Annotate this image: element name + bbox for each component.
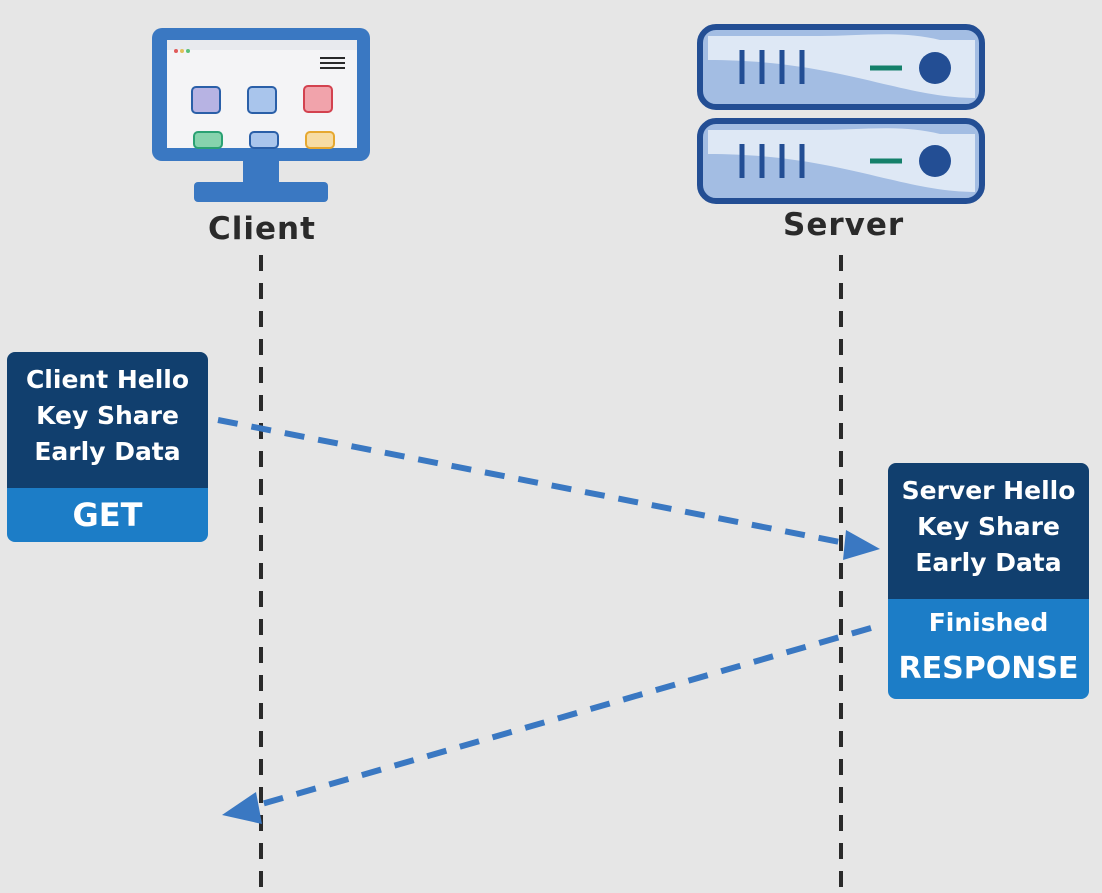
request-arrow — [217, 417, 880, 560]
client-message-header: Client Hello Key Share Early Data — [7, 352, 208, 488]
finished-label: Finished — [928, 608, 1049, 637]
server-message-line: Key Share — [917, 512, 1060, 541]
server-response-section: Finished RESPONSE — [888, 599, 1089, 699]
server-message-header: Server Hello Key Share Early Data — [888, 463, 1089, 599]
client-message-line: Key Share — [36, 401, 179, 430]
client-message-line: Early Data — [34, 437, 181, 466]
response-label: RESPONSE — [898, 651, 1079, 686]
server-icon — [697, 24, 985, 204]
server-message-line: Server Hello — [901, 476, 1076, 505]
server-message-box: Server Hello Key Share Early Data Finish… — [888, 463, 1089, 699]
client-request-section: GET — [7, 488, 208, 542]
server-label: Server — [783, 207, 905, 243]
monitor-icon — [152, 28, 370, 202]
client-label: Client — [208, 211, 316, 247]
request-method-label: GET — [72, 496, 143, 534]
client-message-line: Client Hello — [25, 365, 190, 394]
response-arrow — [222, 625, 872, 824]
server-message-line: Early Data — [915, 548, 1062, 577]
client-message-box: Client Hello Key Share Early Data GET — [7, 352, 208, 542]
